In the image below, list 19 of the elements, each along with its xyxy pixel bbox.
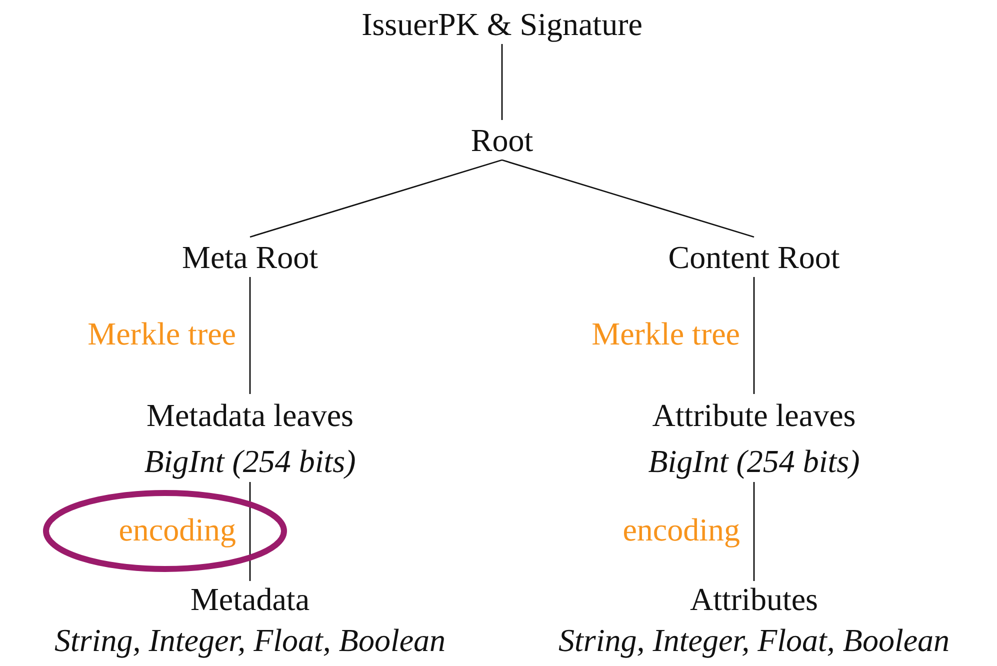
tree-line <box>502 159 754 238</box>
tree-line <box>501 44 503 120</box>
node-title: Metadata leaves <box>146 396 354 435</box>
tree-line <box>250 159 502 238</box>
data-type-text: BigInt (254 bits) <box>144 442 356 481</box>
tree-line <box>249 277 251 394</box>
tree-line <box>249 482 251 581</box>
node-title: Attribute leaves <box>651 396 857 435</box>
node-title: Root <box>470 121 534 160</box>
node-title: Content Root <box>668 238 840 277</box>
node-title: Metadata <box>189 580 311 619</box>
node-title: IssuerPK & Signature <box>362 5 642 44</box>
node-title: Attributes <box>689 580 819 619</box>
data-type-text: String, Integer, Float, Boolean <box>558 621 950 660</box>
data-type-text: String, Integer, Float, Boolean <box>54 621 446 660</box>
tree-line <box>753 277 755 394</box>
data-type-text: BigInt (254 bits) <box>648 442 860 481</box>
node-title: Meta Root <box>182 238 318 277</box>
tree-line <box>753 482 755 581</box>
